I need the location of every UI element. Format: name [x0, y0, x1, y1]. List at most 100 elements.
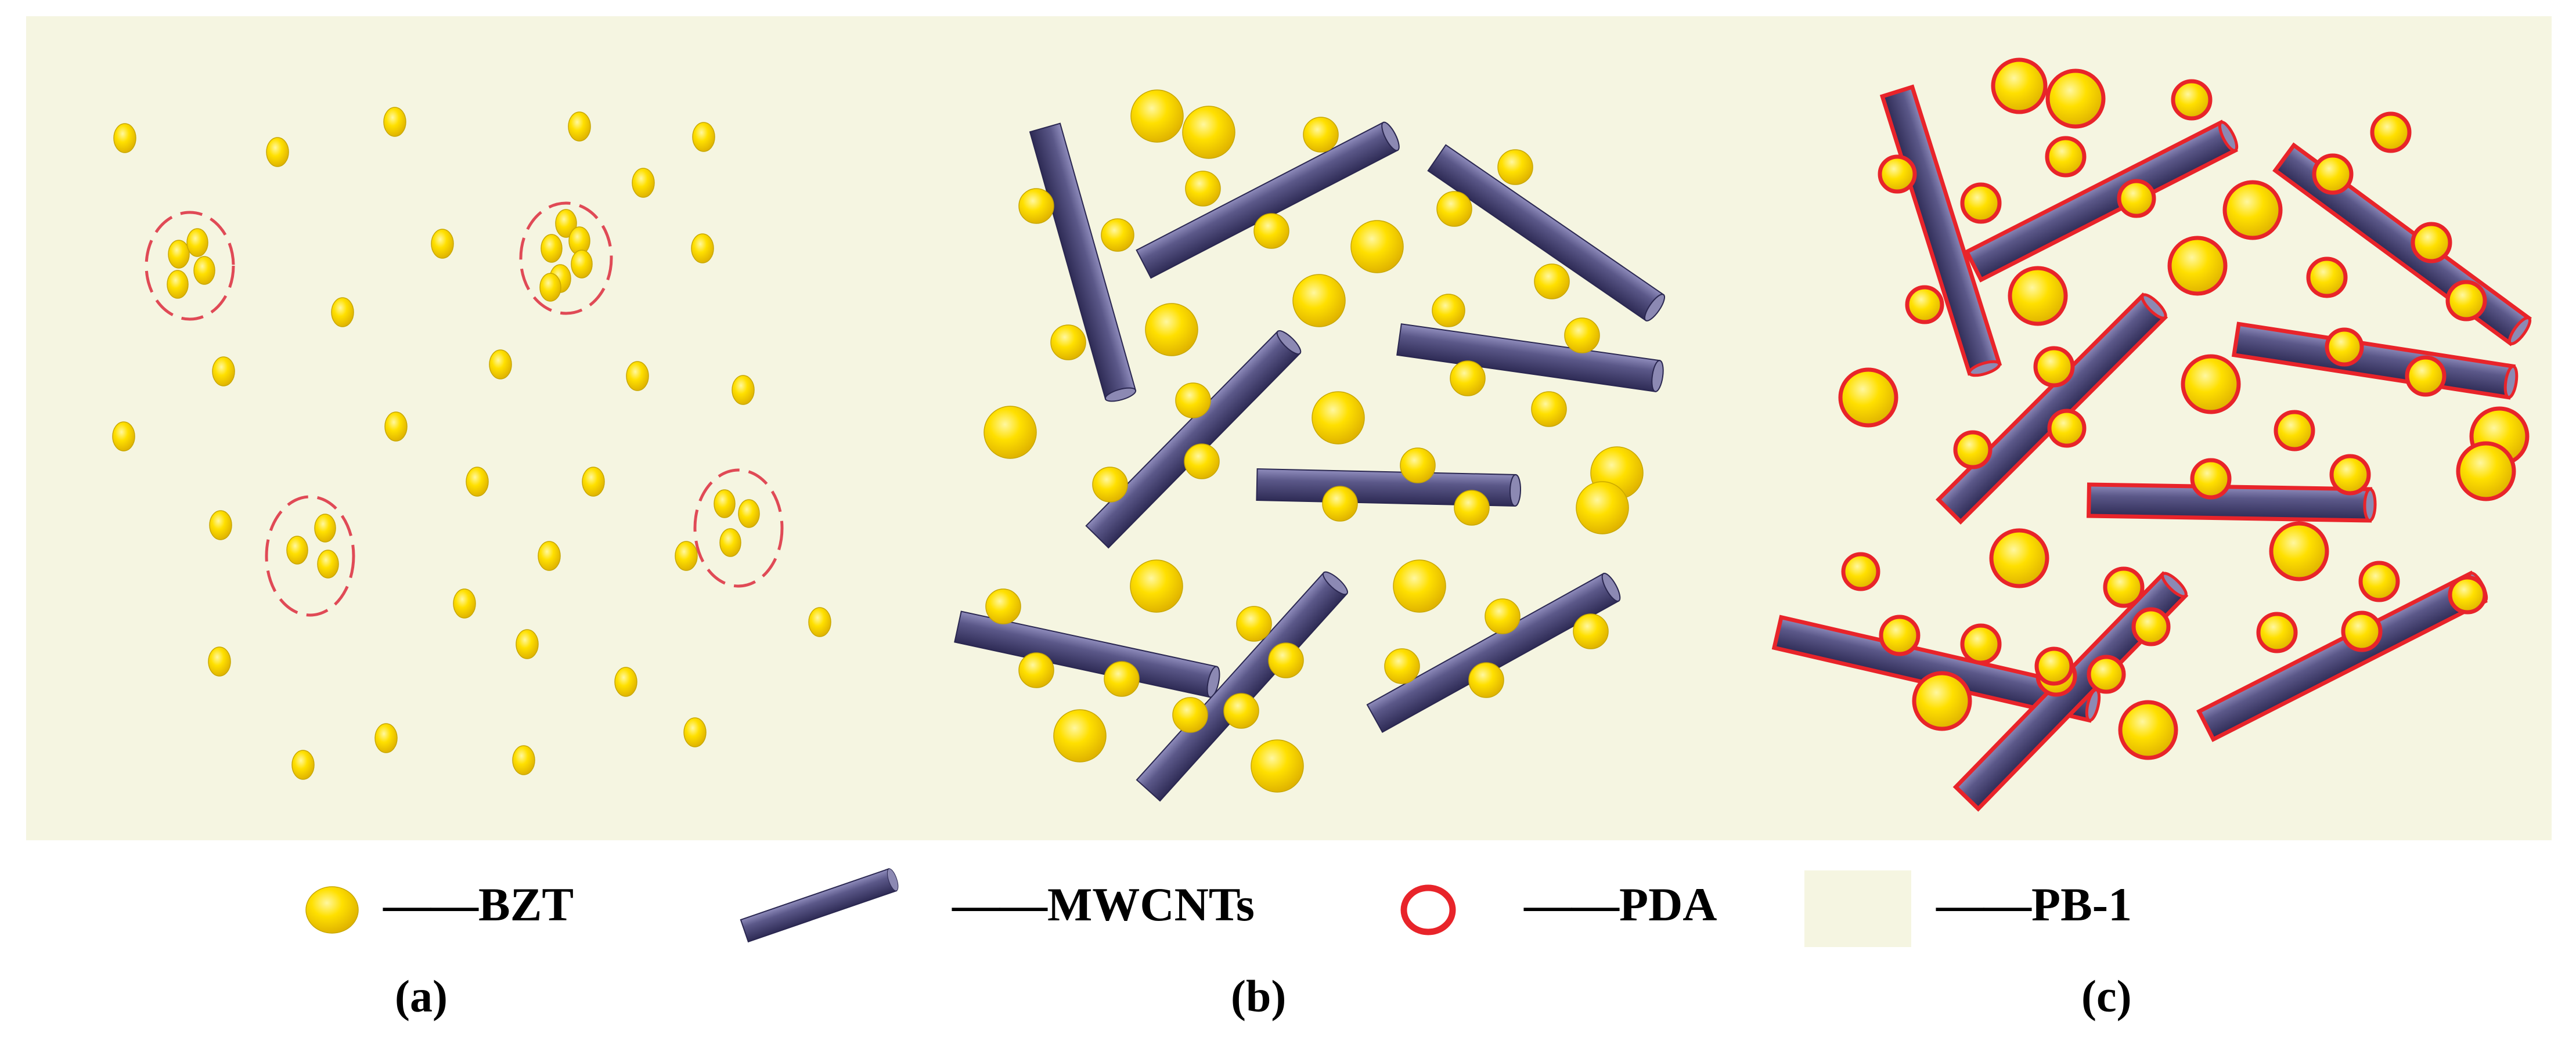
bzt-particle: [1145, 303, 1198, 356]
mwcnt-rod: [1366, 572, 1621, 733]
bzt-particle: [1092, 467, 1128, 503]
bzt-particle: [186, 228, 208, 257]
bzt-particle: [1485, 598, 1521, 634]
pda-coated-bzt-particle: [2312, 153, 2354, 195]
bzt-particle: [1184, 443, 1220, 479]
bzt-particle: [512, 745, 535, 775]
bzt-particle: [374, 723, 398, 753]
bzt-particle: [1018, 188, 1054, 224]
mwcnt-rod: [1029, 122, 1137, 402]
pda-coated-bzt-particle: [1841, 552, 1880, 591]
bzt-particle: [286, 536, 308, 565]
mwcnt-rod: [1256, 468, 1522, 507]
pda-coated-bzt-particle: [2034, 646, 2074, 686]
bzt-particle: [1251, 739, 1304, 793]
bzt-particle: [489, 349, 512, 380]
bzt-particle: [632, 168, 655, 198]
bzt-particle: [1130, 559, 1183, 613]
bzt-particle: [291, 750, 315, 780]
bzt-particle: [675, 541, 698, 571]
bzt-particle: [538, 541, 561, 571]
pda-coated-bzt-particle: [2256, 612, 2298, 653]
bzt-agglomerate: [145, 211, 235, 321]
pda-coated-bzt-particle: [2190, 458, 2232, 500]
bzt-particle: [113, 123, 136, 153]
pda-coated-bzt-particle: [2087, 655, 2126, 694]
pda-coated-bzt-particle: [2358, 561, 2400, 602]
bzt-particle: [1018, 652, 1054, 688]
pda-coated-bzt-particle: [2411, 222, 2452, 263]
pda-coated-bzt-particle: [1879, 615, 1921, 656]
bzt-particle: [1497, 149, 1533, 185]
bzt-particle: [1393, 559, 1446, 613]
bzt-particle: [383, 107, 406, 137]
pda-coated-bzt-particle: [2045, 68, 2106, 129]
pda-coated-bzt-particle: [1838, 367, 1898, 428]
bzt-particle: [808, 607, 831, 637]
bzt-particle: [1253, 213, 1289, 249]
pda-coated-bzt-particle: [1989, 528, 2049, 588]
pda-coated-bzt-particle: [2033, 346, 2075, 388]
panel-b-content: [954, 89, 1666, 802]
pda-coated-bzt-particle: [2045, 136, 2087, 178]
bzt-particle: [683, 717, 707, 747]
pda-coated-bzt-particle: [2047, 409, 2087, 448]
pda-coated-bzt-particle: [2370, 111, 2412, 153]
bzt-particle: [167, 270, 189, 299]
bzt-particle: [1312, 391, 1365, 445]
bzt-particle: [1175, 382, 1211, 418]
pda-coated-bzt-particle: [1878, 154, 1917, 194]
bzt-particle: [1104, 661, 1140, 697]
bzt-particle: [541, 234, 563, 263]
pda-coated-bzt-particle: [2222, 180, 2283, 240]
bzt-particle: [314, 514, 336, 543]
bzt-particle: [985, 588, 1021, 624]
bzt-agglomerate: [265, 495, 355, 617]
bzt-particle: [691, 233, 714, 263]
panel-c-content: [1771, 57, 2532, 812]
bzt-particle: [305, 886, 359, 934]
matrix-background: [26, 16, 2552, 840]
pda-coated-bzt-particle: [2405, 355, 2447, 397]
bzt-particle: [112, 421, 135, 451]
bzt-particle: [1053, 709, 1107, 763]
pda-coated-bzt-particle: [2341, 610, 2383, 652]
bzt-particle: [168, 240, 190, 269]
bzt-particle: [516, 629, 539, 659]
bzt-particle: [614, 667, 637, 697]
bzt-particle: [1468, 662, 1504, 698]
bzt-particle: [1223, 693, 1259, 729]
bzt-particle: [1384, 648, 1420, 684]
legend-icons: [305, 868, 1911, 947]
bzt-particle: [719, 528, 741, 557]
pda-coated-bzt-particle: [2445, 280, 2487, 321]
bzt-particle: [626, 361, 649, 391]
pda-coated-bzt-particle: [2456, 441, 2516, 501]
pda-coated-bzt-particle: [2325, 327, 2364, 367]
bzt-particle: [331, 297, 354, 327]
bzt-particle: [1185, 171, 1221, 207]
legend-label-pb1: ——PB-1: [1936, 878, 2132, 931]
bzt-particle: [582, 467, 605, 497]
bzt-particle: [453, 588, 476, 619]
bzt-particle: [1130, 89, 1184, 143]
panel-a-content: [112, 107, 831, 780]
bzt-particle: [1576, 481, 1629, 534]
bzt-particle: [431, 229, 454, 259]
legend-label-mwcnts: ——MWCNTs: [952, 878, 1255, 931]
bzt-particle: [1172, 697, 1208, 733]
bzt-particle: [1432, 294, 1465, 327]
bzt-particle: [1573, 613, 1609, 649]
bzt-particle: [1303, 117, 1339, 153]
legend-label-pda: ——PDA: [1524, 878, 1717, 931]
bzt-particle: [539, 273, 561, 302]
pda-coated-bzt-particle: [2181, 354, 2241, 414]
legend-pb1-swatch: [1804, 870, 1911, 947]
pda-coated-mwcnt: [1964, 120, 2239, 283]
bzt-particle: [732, 375, 755, 405]
panel-label-b: (b): [1231, 971, 1287, 1021]
bzt-particle: [1531, 391, 1567, 427]
bzt-agglomerate: [693, 468, 784, 588]
